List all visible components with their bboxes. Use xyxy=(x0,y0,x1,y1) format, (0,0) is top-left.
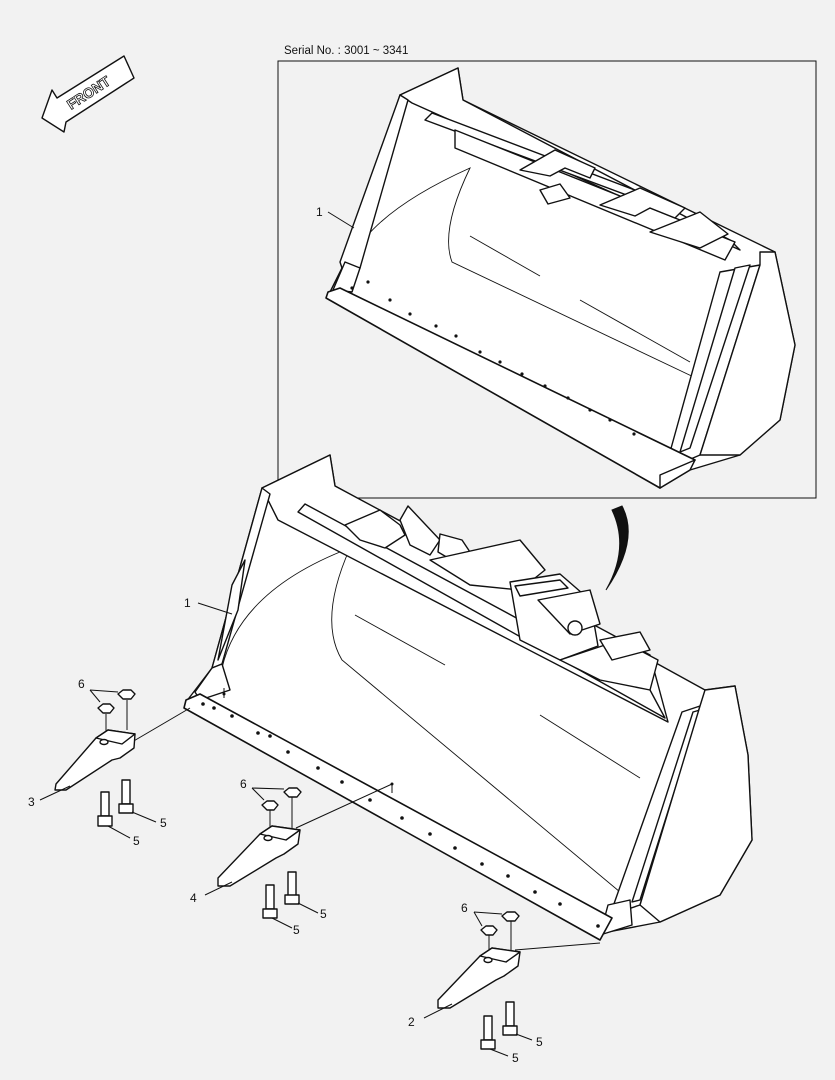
callout-tooth-center: 4 xyxy=(190,891,197,905)
callout-bolt-left-a: 5 xyxy=(133,834,140,848)
callout-nut-left: 6 xyxy=(78,677,85,691)
bolt-right-a xyxy=(480,1015,496,1050)
callout-bolt-center-b: 5 xyxy=(320,907,327,921)
nut-right-b xyxy=(501,911,520,922)
callout-bolt-right-a: 5 xyxy=(512,1051,519,1065)
tooth-assembly-right xyxy=(423,911,601,1057)
main-bucket xyxy=(183,454,753,941)
front-direction-arrow: FRONT xyxy=(41,55,135,133)
tooth-assembly-center xyxy=(204,783,393,929)
bolt-left-a xyxy=(97,791,113,827)
nut-left-a xyxy=(97,703,115,714)
bolt-right-b xyxy=(502,1001,518,1036)
bolt-left-b xyxy=(118,779,134,814)
nut-left-b xyxy=(117,689,136,700)
callout-bolt-center-a: 5 xyxy=(293,923,300,937)
tooth-assembly-left xyxy=(39,688,225,839)
callout-tooth-left: 3 xyxy=(28,795,35,809)
callout-nut-right: 6 xyxy=(461,901,468,915)
bolt-center-b xyxy=(284,871,300,905)
nut-right-a xyxy=(480,925,498,936)
serial-number-label: Serial No. : 3001 ~ 3341 xyxy=(284,45,408,57)
callout-inset-bucket: 1 xyxy=(316,205,323,219)
inset-frame xyxy=(277,60,817,499)
callout-nut-center: 6 xyxy=(240,777,247,791)
nut-center-a xyxy=(261,800,279,811)
callout-main-bucket: 1 xyxy=(184,596,191,610)
callout-bolt-left-b: 5 xyxy=(160,816,167,830)
callout-tooth-right: 2 xyxy=(408,1015,415,1029)
bolt-center-a xyxy=(262,884,278,919)
main-bolt-holes xyxy=(201,692,600,928)
inset-bucket xyxy=(325,67,796,489)
callout-bolt-right-b: 5 xyxy=(536,1035,543,1049)
nut-center-b xyxy=(283,787,302,798)
inset-bolt-holes xyxy=(350,280,636,436)
inset-transition-arrow xyxy=(605,505,629,591)
